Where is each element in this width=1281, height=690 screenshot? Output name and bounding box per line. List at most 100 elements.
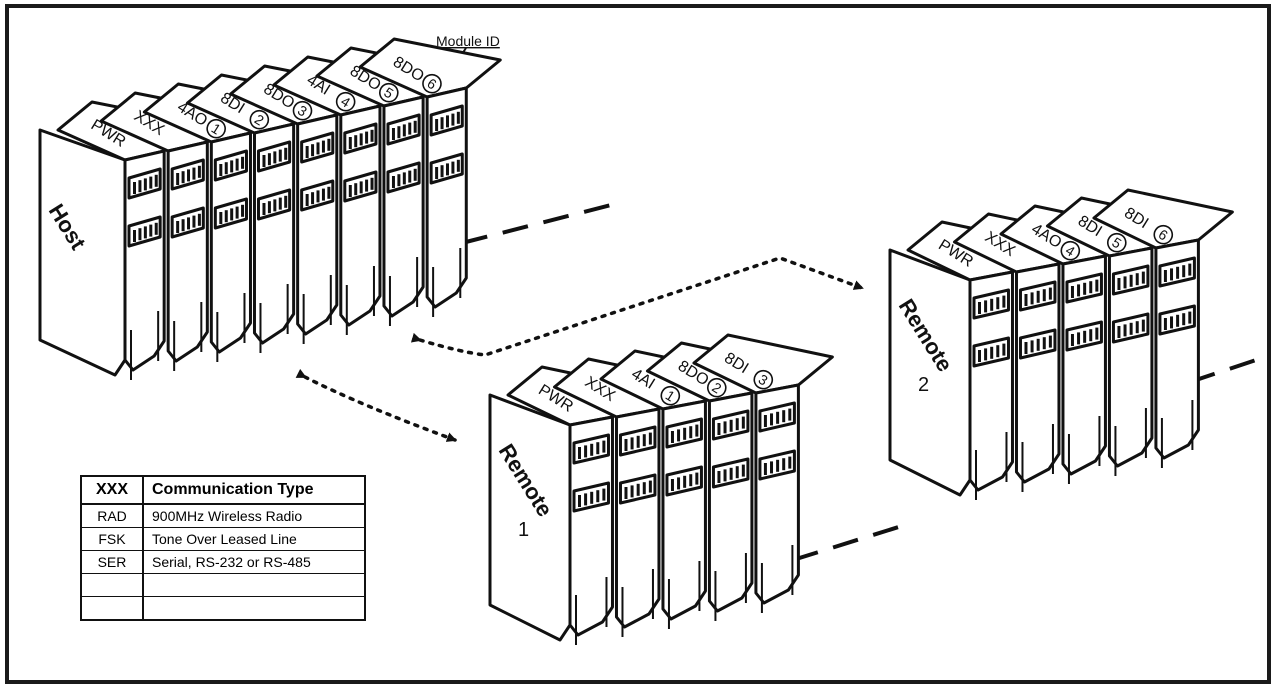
rack-number: 2 <box>918 374 929 396</box>
module-front-face <box>1154 238 1200 460</box>
rack-side-panel <box>488 393 572 642</box>
terminal-slot <box>1077 332 1081 345</box>
terminal-slot <box>284 195 288 208</box>
legend-type: 900MHz Wireless Radio <box>142 503 366 528</box>
legend-code <box>80 596 144 621</box>
terminal-slot <box>990 346 994 359</box>
module-leg <box>302 275 332 344</box>
terminal-slot <box>197 165 201 178</box>
terminal-slot <box>445 115 449 128</box>
terminal-slot <box>365 131 369 144</box>
terminal-slot <box>365 179 369 192</box>
terminal-slot <box>683 427 687 440</box>
terminal-slot <box>1083 330 1087 343</box>
terminal-slot <box>763 463 767 475</box>
module-id-badge <box>249 109 270 130</box>
legend-type <box>142 573 366 597</box>
terminal-slot <box>1002 343 1006 356</box>
legend-header-type: Communication Type <box>142 475 366 505</box>
rack-side-panel <box>38 128 127 377</box>
module-leg <box>1021 424 1054 492</box>
terminal-slot <box>1089 281 1093 294</box>
module-front-face <box>1014 262 1061 484</box>
module-leg <box>173 302 203 371</box>
terminal-slot <box>456 159 460 172</box>
legend-code: RAD <box>80 503 144 528</box>
module-front-face <box>707 391 754 613</box>
terminal-slot <box>1123 276 1127 289</box>
terminal-slot <box>1024 294 1028 306</box>
terminal-slot <box>440 165 444 178</box>
terminal-slot <box>149 176 153 189</box>
terminal-slot <box>316 190 320 203</box>
terminal-slot <box>197 213 201 226</box>
terminal-slot <box>187 217 191 230</box>
terminal-slot <box>267 201 271 214</box>
terminal-slot <box>408 122 412 135</box>
terminal-slot <box>262 155 266 167</box>
terminal-slot <box>729 419 733 432</box>
terminal-slot <box>154 174 158 187</box>
module-front-face <box>339 104 382 327</box>
terminal-slot <box>729 467 733 480</box>
terminal-slot <box>590 443 594 456</box>
terminal-slot <box>636 435 640 448</box>
terminal-slot <box>230 160 234 173</box>
terminal-slot <box>1141 271 1145 284</box>
module-id-badge <box>379 82 399 103</box>
terminal-slot <box>648 432 652 445</box>
terminal-slot <box>1042 289 1046 302</box>
terminal-slot <box>1083 282 1087 295</box>
terminal-slot <box>670 479 674 491</box>
terminal-slot <box>224 210 228 223</box>
terminal-slot <box>359 181 363 194</box>
terminal-slot <box>305 194 309 206</box>
terminal-slot <box>990 298 994 311</box>
rack-side-panel <box>888 248 972 497</box>
module-leg <box>575 577 608 645</box>
legend-row: FSK Tone Over Leased Line <box>80 527 366 551</box>
module-top-plate <box>1092 188 1234 250</box>
terminal-slot <box>451 113 455 126</box>
terminal-slot <box>996 297 1000 310</box>
module-id-badge <box>1153 224 1174 245</box>
terminal-slot <box>327 186 331 199</box>
terminal-slot <box>1036 290 1040 303</box>
rack-number: 1 <box>518 519 529 541</box>
terminal-slot <box>1170 268 1174 281</box>
module-top-plate <box>358 37 502 99</box>
terminal-slot <box>984 300 988 313</box>
module-front-face <box>968 270 1014 492</box>
terminal-slot <box>1129 322 1133 335</box>
terminal-slot <box>630 437 634 450</box>
terminal-slot <box>782 458 786 471</box>
module-leg <box>667 561 701 629</box>
terminal-slot <box>770 461 774 474</box>
module-front-face <box>661 399 707 621</box>
terminal-slot <box>181 219 185 232</box>
terminal-slot <box>359 133 363 146</box>
module-leg <box>345 266 375 335</box>
module-leg <box>130 311 160 380</box>
terminal-slot <box>1030 340 1034 353</box>
terminal-slot <box>402 124 406 137</box>
terminal-slot <box>391 176 395 188</box>
terminal-slot <box>735 466 739 479</box>
module-id-badge <box>1106 232 1127 253</box>
terminal-slot <box>192 215 196 228</box>
host-extension-dash <box>461 202 616 245</box>
module-leg <box>760 545 794 613</box>
terminal-slot <box>1070 286 1074 298</box>
terminal-slot <box>1135 273 1139 286</box>
terminal-slot <box>776 459 780 472</box>
terminal-slot <box>267 153 271 166</box>
terminal-slot <box>578 447 581 459</box>
terminal-slot <box>1042 337 1046 350</box>
module-id-badge <box>206 118 226 139</box>
module-front-face <box>614 407 661 629</box>
terminal-slot <box>776 411 780 424</box>
module-front-face <box>382 95 425 318</box>
legend-type <box>142 596 366 621</box>
